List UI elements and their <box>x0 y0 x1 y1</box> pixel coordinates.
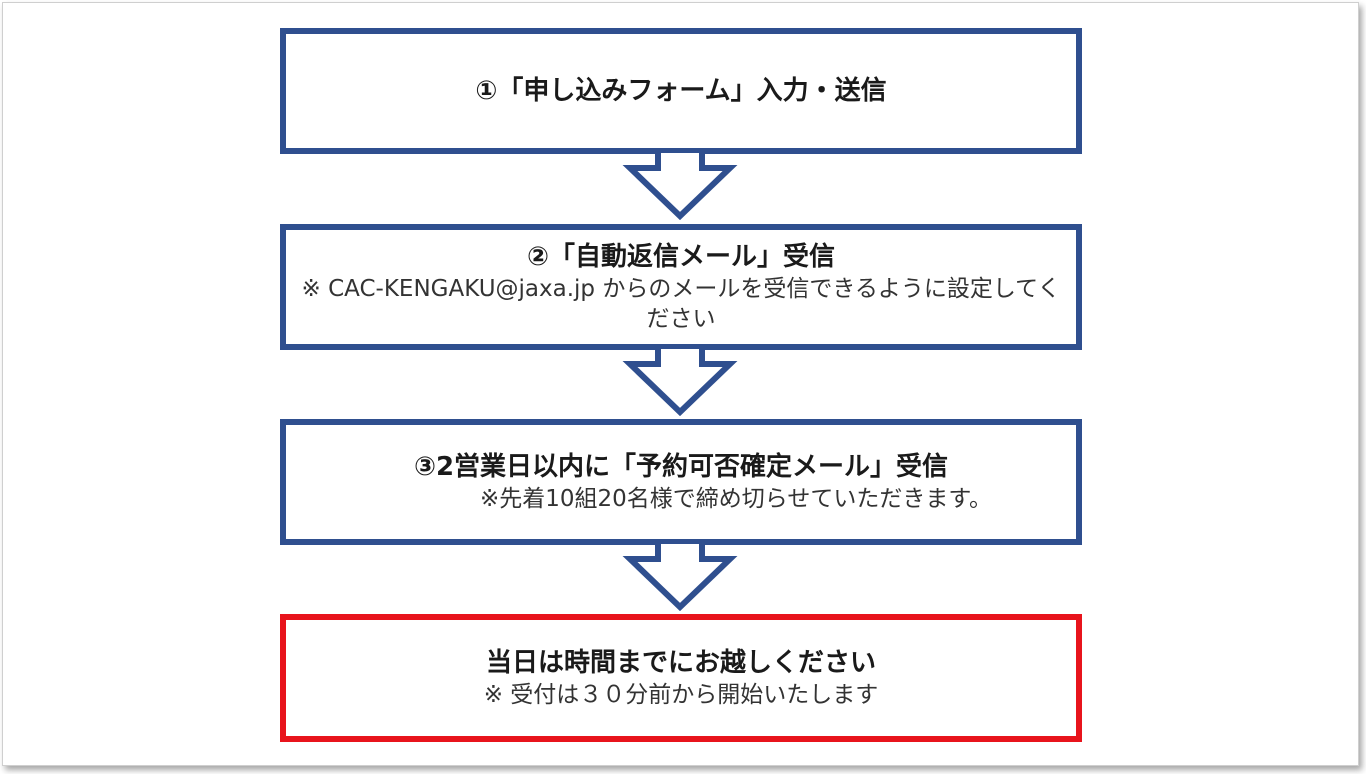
step-2-title: ②「自動返信メール」受信 <box>526 242 835 272</box>
down-arrow-icon <box>622 346 738 416</box>
step-3-title: ③2営業日以内に「予約可否確定メール」受信 <box>413 452 949 482</box>
step-4-box: 当日は時間までにお越しください ※ 受付は３０分前から開始いたします <box>280 614 1082 742</box>
step-1-box: ①「申し込みフォーム」入力・送信 <box>280 28 1082 154</box>
down-arrow-icon <box>622 541 738 611</box>
down-arrow-icon <box>622 150 738 220</box>
step-4-title: 当日は時間までにお越しください <box>485 648 876 678</box>
step-4-note: ※ 受付は３０分前から開始いたします <box>483 682 879 708</box>
step-3-note: ※先着10組20名様で締め切らせていただきます。 <box>479 486 993 512</box>
step-1-title: ①「申し込みフォーム」入力・送信 <box>475 76 887 106</box>
step-2-box: ②「自動返信メール」受信 ※ CAC-KENGAKU@jaxa.jp からのメー… <box>280 224 1082 350</box>
step-3-box: ③2営業日以内に「予約可否確定メール」受信 ※先着10組20名様で締め切らせてい… <box>280 419 1082 545</box>
step-2-note: ※ CAC-KENGAKU@jaxa.jp からのメールを受信できるように設定し… <box>301 276 1061 332</box>
